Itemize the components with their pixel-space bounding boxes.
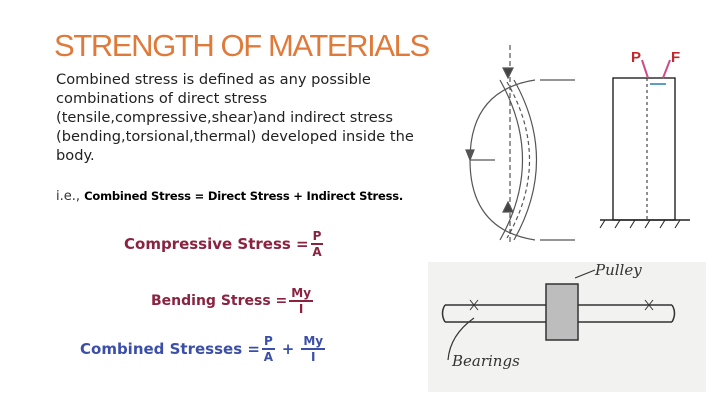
beam-centerline bbox=[506, 81, 531, 239]
fraction-p-over-a: P A bbox=[310, 229, 324, 259]
bearing-mark-right bbox=[644, 299, 654, 311]
combined-label: Combined Stresses = bbox=[80, 340, 260, 358]
combined-stress-equation: Combined Stress = Direct Stress + Indire… bbox=[84, 189, 404, 203]
curved-beam-sketch bbox=[465, 45, 575, 245]
ground-hatching bbox=[599, 219, 681, 229]
beam-edge-inner bbox=[513, 79, 538, 241]
bearing-mark-left bbox=[469, 299, 479, 311]
denominator: I bbox=[298, 302, 304, 316]
compressive-stress-formula: Compressive Stress = P A bbox=[124, 230, 325, 258]
ie-prefix: i.e., bbox=[56, 189, 85, 204]
fraction-p-over-a: P A bbox=[261, 334, 275, 364]
arrowhead-icon bbox=[465, 149, 475, 162]
pulley bbox=[545, 283, 579, 341]
bending-label: Bending Stress = bbox=[151, 293, 288, 309]
loaded-column-sketch: P F bbox=[599, 49, 690, 229]
bearings-leader-line bbox=[447, 317, 475, 361]
load-p-label: P bbox=[631, 49, 641, 66]
numerator: P bbox=[261, 334, 275, 350]
fraction-my-over-i: My I bbox=[301, 334, 326, 364]
moment-arrow-top bbox=[469, 79, 536, 161]
bending-stress-formula: Bending Stress = My I bbox=[151, 287, 315, 315]
slide-title: STRENGTH OF MATERIALS bbox=[54, 28, 430, 63]
numerator: My bbox=[289, 286, 314, 302]
shaft-pulley-sketch: Pulley Bearings bbox=[428, 261, 706, 392]
beam-edge-outer bbox=[499, 79, 524, 241]
denominator: A bbox=[312, 245, 322, 259]
combined-stresses-formula: Combined Stresses = P A + My I bbox=[80, 335, 327, 363]
pulley-label: Pulley bbox=[594, 261, 642, 279]
load-f-label: F bbox=[671, 49, 680, 66]
denominator: I bbox=[310, 350, 316, 364]
fraction-my-over-i: My I bbox=[289, 286, 314, 316]
plus-sign: + bbox=[281, 340, 295, 358]
sketch-background bbox=[428, 262, 706, 392]
ie-line: i.e., Combined Stress = Direct Stress + … bbox=[56, 189, 403, 204]
definition-text: Combined stress is defined as any possib… bbox=[56, 71, 414, 164]
pulley-leader-line bbox=[574, 269, 596, 279]
load-p-arrow bbox=[641, 59, 649, 79]
numerator: My bbox=[301, 334, 326, 350]
bearings-label: Bearings bbox=[451, 352, 520, 370]
bearing-mark-right bbox=[644, 299, 654, 311]
denominator: A bbox=[263, 350, 273, 364]
shaft-end-right bbox=[671, 304, 676, 323]
load-f-arrow bbox=[662, 59, 671, 79]
column-outline bbox=[612, 77, 676, 221]
numerator: P bbox=[310, 229, 324, 245]
bearing-mark-left bbox=[469, 299, 479, 311]
arrowhead-icon bbox=[502, 67, 514, 80]
shaft-end-left bbox=[441, 304, 446, 323]
moment-arrow-bottom bbox=[469, 159, 536, 241]
arrowhead-icon bbox=[502, 200, 514, 213]
compressive-label: Compressive Stress = bbox=[124, 235, 309, 253]
